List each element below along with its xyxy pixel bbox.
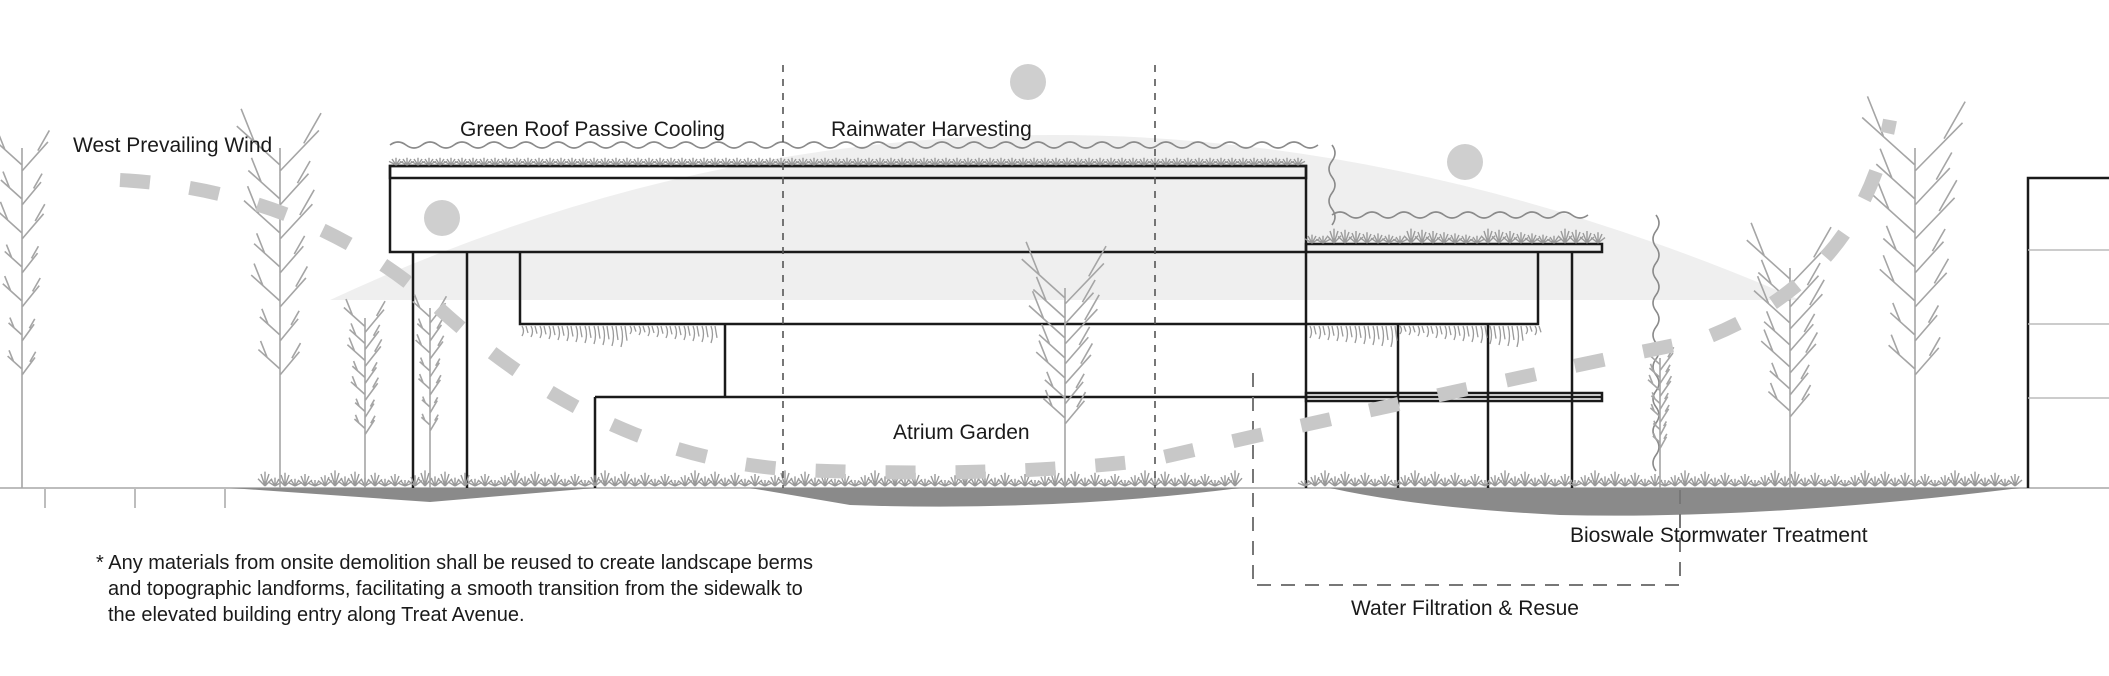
label-bioswale: Bioswale Stormwater Treatment [1570,524,1868,547]
label-rainwater: Rainwater Harvesting [831,118,1032,141]
label-west-wind: West Prevailing Wind [73,134,273,157]
demolition-note: * Any materials from onsite demolition s… [96,550,996,628]
rainwater-line [389,141,1660,472]
water-filtration-box [1252,373,1681,586]
trees [0,96,1966,488]
label-water-filtration: Water Filtration & Resue [1351,597,1579,620]
bioswale [230,488,595,502]
sun-icon [1447,144,1483,180]
note-line: * Any materials from onsite demolition s… [96,552,814,574]
note-line: the elevated building entry along Treat … [108,604,525,626]
sun-icon [1010,64,1046,100]
label-atrium: Atrium Garden [893,421,1030,444]
adjacent-building [2026,176,2109,488]
bioswale [750,488,1240,507]
bioswale [1330,488,2020,516]
sun-icon [424,200,460,236]
building-section [388,164,1604,488]
hanging-plants [521,325,1542,348]
ground-plants [257,470,2023,487]
sun-path-arc [330,135,1800,300]
label-green-roof: Green Roof Passive Cooling [460,118,725,141]
note-line: and topographic landforms, facilitating … [108,578,803,600]
green-roof-plants [388,157,1606,244]
